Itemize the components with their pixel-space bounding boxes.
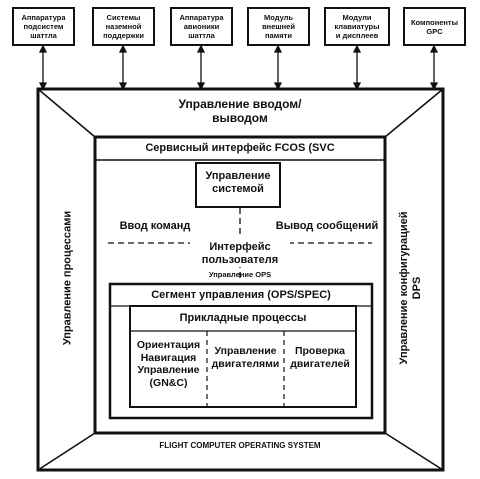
- system-management-label: Управление системой: [205, 170, 271, 195]
- module-gpc-components: Компоненты GPC: [403, 7, 466, 46]
- arrow-up-icon: [196, 44, 206, 53]
- segment-box: [108, 282, 374, 420]
- system-mgmt-box: [195, 162, 281, 208]
- module-mass-memory: Модуль внешней памяти: [247, 7, 310, 46]
- module-avionics: Аппаратура авионики шаттла: [170, 7, 233, 46]
- module-ground-support: Системы наземной поддержки: [92, 7, 155, 46]
- arrow-down-icon: [118, 82, 128, 91]
- outer-box: [36, 87, 445, 472]
- module-keyboard-display: Модули клавиатуры и дисплеев: [324, 7, 390, 46]
- arrow-up-icon: [429, 44, 439, 53]
- config-management-label: Управление конфигурацией DPS: [398, 211, 423, 365]
- app-processes-box: [129, 305, 357, 408]
- arrow-down-icon: [273, 82, 283, 91]
- service-box: [93, 135, 387, 435]
- arrow-up-icon: [273, 44, 283, 53]
- arrow-down-icon: [352, 82, 362, 91]
- arrow-up-icon: [38, 44, 48, 53]
- io-management-label: Управление вводом/ выводом: [178, 97, 302, 125]
- ops-management-label: Управление OPS: [208, 270, 272, 279]
- arrow-up-icon: [352, 44, 362, 53]
- engine-control-label: Управление двигателями: [211, 345, 280, 370]
- module-shuttle-subsystems: Аппаратура подсистем шаттла: [12, 7, 75, 46]
- command-input-label: Ввод команд: [119, 220, 191, 232]
- arrow-up-icon: [118, 44, 128, 53]
- fcos-footer-label: FLIGHT COMPUTER OPERATING SYSTEM: [159, 441, 321, 450]
- arrow-down-icon: [38, 82, 48, 91]
- gnc-label: Ориентация Навигация Управление (GN&C): [136, 339, 201, 389]
- user-interface-label: Интерфейс пользователя: [190, 241, 290, 267]
- arrow-down-icon: [429, 82, 439, 91]
- segment-title: Сегмент управления (OPS/SPEC): [151, 289, 331, 301]
- engine-check-label: Проверка двигателей: [290, 345, 350, 370]
- process-management-label: Управление процессами: [61, 210, 74, 346]
- message-output-label: Вывод сообщений: [275, 220, 379, 232]
- service-interface-title: Сервисный интерфейс FCOS (SVC: [145, 142, 335, 154]
- arrow-down-icon: [196, 82, 206, 91]
- app-processes-label: Прикладные процессы: [179, 312, 307, 324]
